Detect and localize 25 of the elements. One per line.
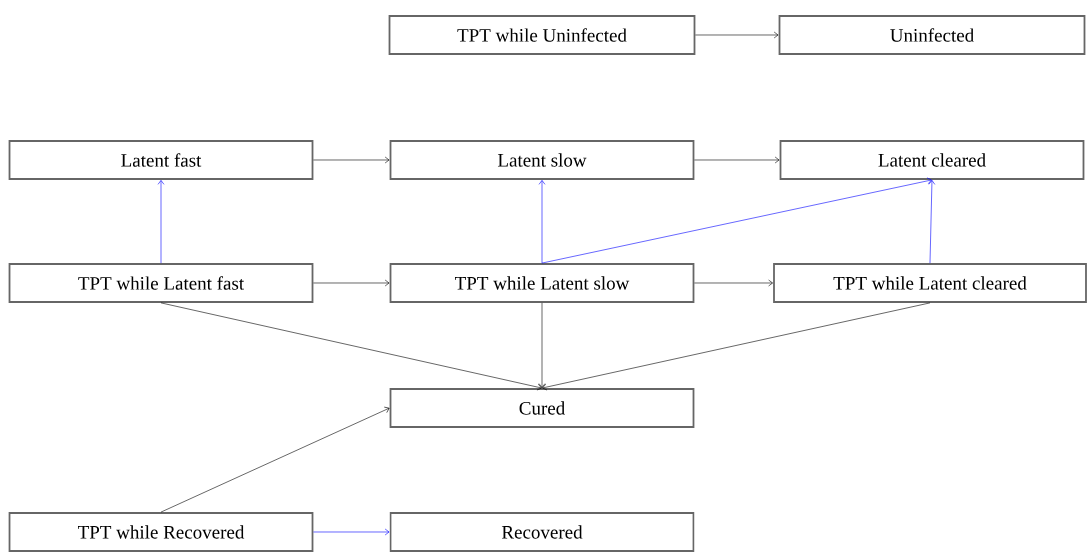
arrow <box>695 31 779 39</box>
arrow <box>694 279 773 287</box>
state-box: Latent fast <box>8 140 314 180</box>
arrow <box>541 177 932 264</box>
arrow <box>538 180 546 264</box>
state-box: TPT while Uninfected <box>388 15 696 55</box>
arrow <box>160 406 390 513</box>
arrow <box>160 302 542 391</box>
arrow <box>542 302 931 391</box>
state-box: TPT while Latent slow <box>389 263 695 303</box>
arrow <box>313 156 390 164</box>
state-box: Latent slow <box>389 140 695 180</box>
arrow <box>928 180 936 264</box>
arrow <box>313 279 390 287</box>
state-box: Uninfected <box>778 15 1086 55</box>
state-box: TPT while Recovered <box>8 512 314 552</box>
arrow <box>157 180 165 264</box>
arrow <box>313 528 390 536</box>
arrow <box>538 302 546 388</box>
state-box: Cured <box>389 388 695 428</box>
state-box: Recovered <box>389 512 695 552</box>
state-box: Latent cleared <box>779 140 1085 180</box>
state-box: TPT while Latent cleared <box>773 263 1087 303</box>
state-box: TPT while Latent fast <box>8 263 314 303</box>
arrow <box>694 156 780 164</box>
